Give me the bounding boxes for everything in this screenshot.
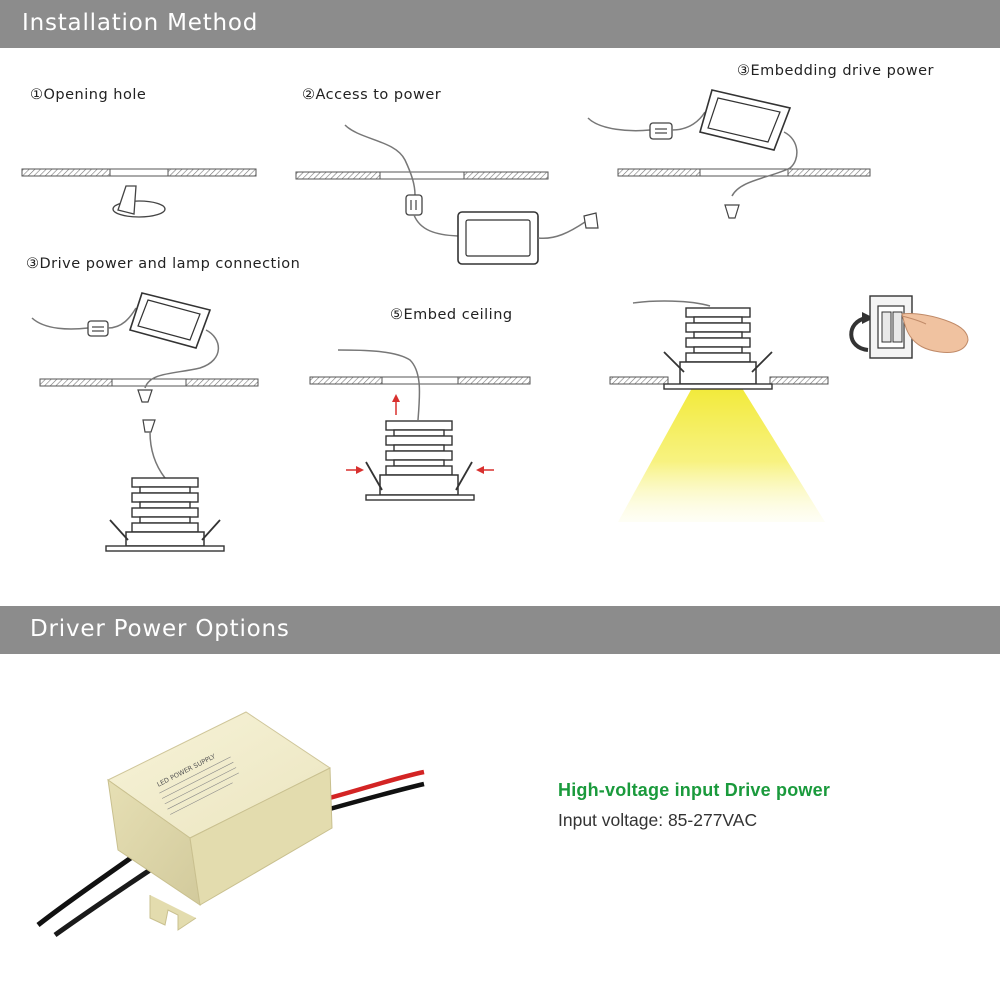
step-opening-hole-label: ①Opening hole xyxy=(30,87,147,103)
downlight-fixture-icon xyxy=(663,307,773,390)
installed-light-illustration xyxy=(609,300,829,522)
installation-method-header: Installation Method xyxy=(0,0,1000,48)
driver-input-voltage: Input voltage: 85-277VAC xyxy=(558,810,758,830)
step3-illustration xyxy=(587,89,871,219)
driver-box-icon xyxy=(128,292,212,349)
rotate-arrow-icon xyxy=(849,316,869,352)
up-arrow-icon xyxy=(392,394,400,415)
red-cable xyxy=(321,769,425,803)
installation-diagram xyxy=(21,89,969,552)
driver-box xyxy=(107,711,333,931)
step-access-power-label: ②Access to power xyxy=(302,87,442,103)
driver-box-icon xyxy=(457,211,539,265)
wire-cap-icon xyxy=(137,389,156,433)
driver-box-icon xyxy=(699,89,792,151)
downlight-fixture-icon xyxy=(365,420,475,501)
driver-product-title: High-voltage input Drive power xyxy=(558,780,831,800)
driver-power-options-title: Driver Power Options xyxy=(30,616,290,642)
connector-plug-icon xyxy=(649,122,673,140)
step-embed-drive-label: ③Embedding drive power xyxy=(737,63,934,79)
hole-saw-icon xyxy=(112,185,166,218)
step-embed-ceiling-label: ⑤Embed ceiling xyxy=(390,307,513,323)
wall-switch-illustration xyxy=(849,295,969,359)
step-connect-lamp-label: ③Drive power and lamp connection xyxy=(26,256,301,272)
wire-cap-icon xyxy=(583,212,599,229)
connector-plug-icon xyxy=(405,194,423,216)
step2-illustration xyxy=(295,124,599,265)
driver-product-image: LED POWER SUPPLY xyxy=(36,711,425,938)
step5-illustration xyxy=(309,349,531,501)
light-beam xyxy=(618,388,825,522)
black-cable xyxy=(36,852,137,927)
connector-plug-icon xyxy=(87,320,109,337)
ceiling-panel xyxy=(39,378,259,387)
installation-method-title: Installation Method xyxy=(22,10,259,36)
ceiling-panel xyxy=(309,376,531,385)
downlight-fixture-icon xyxy=(105,477,225,552)
driver-power-options-header: Driver Power Options xyxy=(0,606,1000,654)
step3b-illustration xyxy=(31,292,259,552)
hand-icon xyxy=(901,313,969,353)
step1-illustration xyxy=(21,168,257,218)
ceiling-panel xyxy=(609,376,829,385)
ceiling-panel xyxy=(21,168,257,177)
ceiling-panel xyxy=(295,171,549,180)
black-cable xyxy=(53,867,152,938)
wire-cap-icon xyxy=(724,204,740,219)
ceiling-panel xyxy=(617,168,871,177)
right-arrow-icon xyxy=(346,466,364,474)
black-cable xyxy=(325,781,425,813)
switch-plate-icon xyxy=(869,295,913,359)
left-arrow-icon xyxy=(476,466,494,474)
